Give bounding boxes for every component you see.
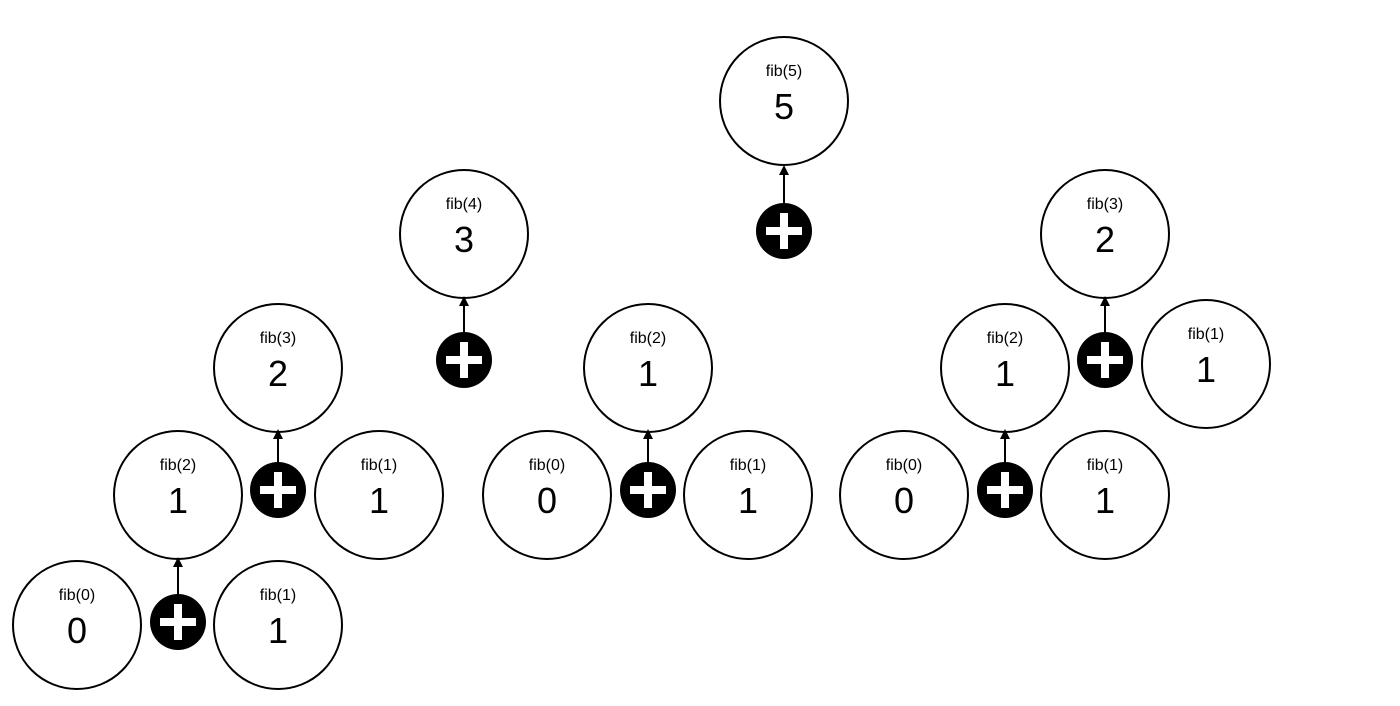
sum-operator [756,165,812,259]
sum-operator [436,296,492,388]
node-circle [12,560,142,690]
node-call-label: fib(2) [630,330,666,347]
plus-icon [977,462,1033,518]
call-node: fib(2) 1 [583,303,713,433]
node-call-label: fib(2) [160,457,196,474]
node-call-label: fib(1) [260,587,296,604]
sum-operator [620,429,676,518]
plus-icon [620,462,676,518]
arrow-up-icon [273,429,283,439]
call-node: fib(1) 1 [683,430,813,560]
node-circle [683,430,813,560]
node-call-label: fib(0) [529,457,565,474]
plus-icon [1077,332,1133,388]
node-result-value: 1 [995,353,1015,394]
node-result-value: 5 [774,86,794,127]
node-result-value: 2 [1095,219,1115,260]
call-node: fib(4) 3 [399,169,529,299]
nodes-layer: fib(0) 0 fib(1) 1 fib(2) 1 fib(1) 1 fib(3) 2 fib(4… [12,36,1271,690]
arrow-up-icon [173,557,183,567]
sum-operator [1077,296,1133,388]
node-result-value: 1 [1196,349,1216,390]
sum-operator [250,429,306,518]
call-node: fib(0) 0 [12,560,142,690]
node-circle [213,560,343,690]
plus-icon [436,332,492,388]
node-circle [314,430,444,560]
call-node: fib(5) 5 [719,36,849,166]
node-circle [839,430,969,560]
arrow-up-icon [779,165,789,175]
call-node: fib(3) 2 [213,303,343,433]
node-call-label: fib(0) [886,457,922,474]
arrow-up-icon [459,296,469,306]
node-call-label: fib(4) [446,196,482,213]
node-circle [1040,430,1170,560]
call-node: fib(1) 1 [213,560,343,690]
node-result-value: 3 [454,219,474,260]
node-call-label: fib(5) [766,63,802,80]
call-node: fib(0) 0 [839,430,969,560]
sum-operator [977,429,1033,518]
node-call-label: fib(2) [987,330,1023,347]
arrow-up-icon [1000,429,1010,439]
node-call-label: fib(1) [1087,457,1123,474]
node-call-label: fib(1) [730,457,766,474]
node-result-value: 1 [638,353,658,394]
call-node: fib(1) 1 [1040,430,1170,560]
call-node: fib(3) 2 [1040,169,1170,299]
call-node: fib(0) 0 [482,430,612,560]
node-result-value: 0 [537,480,557,521]
node-result-value: 1 [738,480,758,521]
node-result-value: 2 [268,353,288,394]
call-node: fib(1) 1 [314,430,444,560]
node-call-label: fib(0) [59,587,95,604]
node-result-value: 1 [268,610,288,651]
node-result-value: 0 [67,610,87,651]
node-result-value: 1 [1095,480,1115,521]
arrow-up-icon [643,429,653,439]
call-node: fib(2) 1 [113,430,243,560]
node-call-label: fib(3) [260,330,296,347]
arrow-up-icon [1100,296,1110,306]
node-result-value: 1 [168,480,188,521]
node-call-label: fib(1) [361,457,397,474]
node-call-label: fib(3) [1087,196,1123,213]
plus-icon [250,462,306,518]
node-result-value: 0 [894,480,914,521]
sum-operator [150,557,206,650]
node-result-value: 1 [369,480,389,521]
plus-icon [756,203,812,259]
call-node: fib(2) 1 [940,303,1070,433]
node-circle [1141,299,1271,429]
node-circle [482,430,612,560]
node-call-label: fib(1) [1188,326,1224,343]
call-node: fib(1) 1 [1141,299,1271,429]
plus-icon [150,594,206,650]
operators-layer [150,165,1133,650]
